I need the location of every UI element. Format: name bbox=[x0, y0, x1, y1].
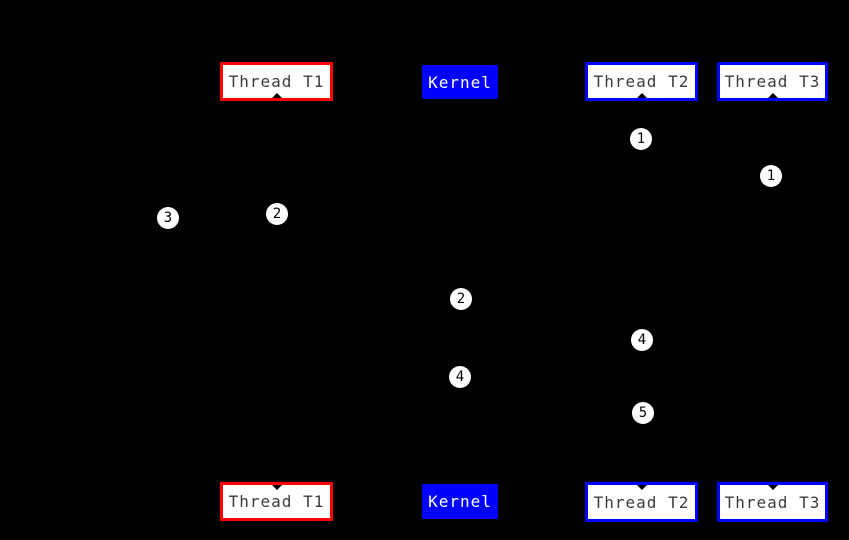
step-marker-2-kernel: 2 bbox=[450, 288, 472, 310]
node-thread-t2-bottom-label: Thread T2 bbox=[593, 492, 690, 512]
node-thread-t2-top: Thread T2 bbox=[585, 62, 698, 101]
step-marker-4-kernel: 4 bbox=[449, 366, 471, 388]
node-thread-t1-bottom-label: Thread T1 bbox=[228, 492, 325, 511]
step-marker-4-thread-t2: 4 bbox=[631, 329, 653, 351]
arrowhead-notch bbox=[767, 485, 778, 490]
node-thread-t3-top: Thread T3 bbox=[717, 62, 828, 101]
node-thread-t2-bottom: Thread T2 bbox=[585, 482, 698, 522]
node-kernel-bottom-label: Kernel bbox=[428, 492, 492, 511]
node-thread-t2-top-label: Thread T2 bbox=[593, 72, 690, 91]
node-kernel-bottom: Kernel bbox=[422, 484, 498, 519]
node-thread-t1-bottom: Thread T1 bbox=[220, 482, 333, 521]
node-kernel-top: Kernel bbox=[422, 65, 498, 99]
node-thread-t1-top-label: Thread T1 bbox=[228, 72, 325, 91]
node-kernel-top-label: Kernel bbox=[428, 72, 492, 92]
step-marker-3-left-of-thread-t1: 3 bbox=[157, 207, 179, 229]
arrowhead-notch bbox=[271, 485, 282, 490]
step-marker-5-thread-t2: 5 bbox=[632, 402, 654, 424]
arrowhead-notch bbox=[767, 93, 778, 98]
arrowhead-notch bbox=[271, 93, 282, 98]
node-thread-t3-bottom: Thread T3 bbox=[717, 482, 828, 522]
arrowhead-notch bbox=[636, 93, 647, 98]
node-thread-t3-bottom-label: Thread T3 bbox=[724, 492, 821, 512]
node-thread-t3-top-label: Thread T3 bbox=[724, 72, 821, 91]
step-marker-2-thread-t1: 2 bbox=[266, 203, 288, 225]
step-marker-1-thread-t3: 1 bbox=[760, 165, 782, 187]
step-marker-1-thread-t2: 1 bbox=[630, 128, 652, 150]
node-thread-t1-top: Thread T1 bbox=[220, 62, 333, 101]
arrowhead-notch bbox=[636, 485, 647, 490]
